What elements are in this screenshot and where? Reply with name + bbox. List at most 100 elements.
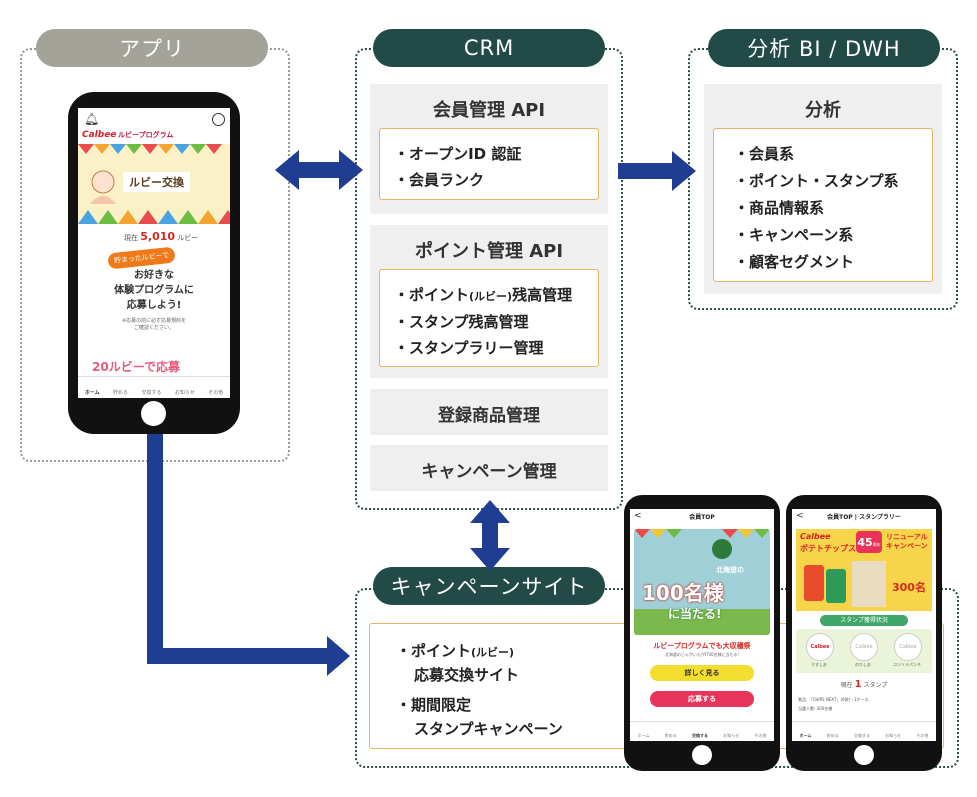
- stamp-home-button[interactable]: [854, 745, 874, 765]
- home-button[interactable]: [141, 401, 166, 426]
- analytics-item: ・顧客セグメント: [734, 253, 855, 271]
- details-button[interactable]: 詳しく見る: [650, 665, 754, 681]
- stamp-slot-caption: のりしお: [855, 662, 871, 667]
- stamp-nav-earn[interactable]: 貯める: [826, 733, 839, 738]
- stamp-nav-exchange[interactable]: 交換する: [853, 733, 870, 738]
- nav-news[interactable]: お知らせ: [174, 390, 195, 396]
- mid-home-button[interactable]: [692, 745, 712, 765]
- point-api-item-text: 残高管理: [512, 286, 573, 304]
- nav-earn[interactable]: 貯める: [113, 390, 129, 396]
- campaign-site-item-text: ・ポイント: [396, 642, 472, 660]
- terms-note-line: ご確認ください。: [133, 325, 174, 331]
- stamp-slot-label: Calbee: [899, 644, 917, 650]
- stamp-brand: Calbee: [800, 532, 831, 541]
- main-headline-line: お好きな: [134, 270, 174, 281]
- stamp-phone-screen: < 会員TOP | スタンプラリー Calbee ポテトチップス 45周年 リニ…: [792, 509, 936, 741]
- nav-exchange[interactable]: 交換する: [141, 390, 162, 396]
- member-api-box: 会員管理 API ・オープンID 認証 ・会員ランク: [370, 84, 608, 214]
- flag-bunting: [78, 144, 230, 224]
- anniversary-suffix: 周年: [872, 542, 881, 547]
- hero-art: [634, 529, 770, 635]
- stamp-slot-caption: コンソメパンチ: [892, 662, 922, 667]
- point-api-item: ・スタンプ残高管理: [394, 313, 529, 331]
- renewal-text: リニューアル キャンペーン: [886, 533, 928, 551]
- product-box: [852, 561, 886, 607]
- stamp-slot: Calbee: [806, 633, 834, 661]
- nav-home[interactable]: ホーム: [84, 390, 100, 396]
- stamp-back-icon[interactable]: <: [796, 511, 804, 521]
- mid-nav-news[interactable]: お知らせ: [723, 733, 740, 738]
- app-phone-screen: 🔔︎ Calbee ルビープログラム: [78, 108, 230, 398]
- ruby-balance: 現在 5,010 ルビー: [124, 230, 198, 243]
- anniversary-badge: 45周年: [856, 531, 882, 553]
- crm-section-label: CRM: [373, 29, 605, 67]
- campaign-site-item: ・ポイント(ルビー): [396, 640, 514, 661]
- mid-nav-exchange[interactable]: 交換する: [691, 733, 708, 738]
- stamp-card: Calbee Calbee Calbee うすしお のりしお コンソメパンチ: [796, 629, 932, 673]
- campaign-site-item: ・期間限定: [396, 696, 472, 714]
- mid-header: 会員TOP: [689, 514, 715, 521]
- product-mgmt-box: 登録商品管理: [370, 389, 608, 435]
- point-api-item-paren: (ルビー): [469, 290, 513, 303]
- member-api-item: ・オープンID 認証: [394, 145, 522, 163]
- banner-title: ルビー交換: [123, 172, 190, 192]
- analytics-title: 分析: [805, 100, 841, 121]
- win-count: 300名: [892, 581, 926, 594]
- stamp-status-button[interactable]: スタンプ獲得状況: [820, 615, 908, 626]
- apply-button[interactable]: 応募する: [650, 691, 754, 707]
- product-mgmt-title: 登録商品管理: [438, 406, 540, 426]
- stamp-slot-label: Calbee: [855, 644, 873, 650]
- ruby-exchange-banner: ルビー交換: [78, 144, 230, 224]
- profile-icon[interactable]: [212, 113, 225, 126]
- mid-bottom-nav: ホーム 貯める 交換する お知らせ その他: [630, 721, 774, 741]
- nav-other[interactable]: その他: [208, 390, 224, 396]
- mid-caption: ルビープログラムでも大収穫祭: [653, 642, 751, 650]
- hero-sub-text: に当たる!: [668, 607, 722, 621]
- campaign-site-item: 応募交換サイト: [414, 666, 520, 684]
- point-api-box: ポイント管理 API ・ポイント(ルビー)残高管理 ・スタンプ残高管理 ・スタン…: [370, 225, 608, 378]
- analytics-item: ・ポイント・スタンプ系: [734, 172, 899, 190]
- brand-logo: Calbee: [82, 130, 117, 140]
- point-api-items-box: ・ポイント(ルビー)残高管理 ・スタンプ残高管理 ・スタンプラリー管理: [379, 269, 599, 367]
- stamp-bottom-nav: ホーム 貯める 交換する お知らせ その他: [792, 721, 936, 741]
- campaign-mgmt-title: キャンペーン管理: [421, 462, 557, 482]
- stamp-nav-news[interactable]: お知らせ: [885, 733, 902, 738]
- back-icon[interactable]: <: [634, 511, 642, 521]
- program-logo: ルビープログラム: [118, 131, 174, 139]
- campaign-site-item: スタンプキャンペーン: [414, 720, 563, 738]
- campaign-site-section-label: キャンペーンサイト: [373, 567, 605, 605]
- chips-bag: [804, 565, 824, 601]
- member-api-item: ・会員ランク: [394, 171, 485, 189]
- stamp-slot-label: Calbee: [810, 644, 830, 650]
- mid-nav-earn[interactable]: 貯める: [664, 733, 677, 738]
- stamp-product: ポテトチップス: [800, 544, 856, 553]
- stamp-nav-other[interactable]: その他: [916, 733, 929, 738]
- stamp-nav-home[interactable]: ホーム: [799, 733, 812, 738]
- analytics-item: ・商品情報系: [734, 199, 825, 217]
- analytics-item: ・会員系: [734, 145, 795, 163]
- point-api-item: ・ポイント(ルビー)残高管理: [394, 284, 572, 305]
- prize-detail: 景品: 「CHIPS NEXT」(6袋)・1ケース: [798, 697, 869, 702]
- chips-bag: [826, 569, 846, 603]
- mid-nav-home[interactable]: ホーム: [637, 733, 650, 738]
- analytics-item: ・キャンペーン系: [734, 226, 854, 244]
- stamp-count-unit: スタンプ: [863, 682, 888, 689]
- crm-campaign-double-arrow: [470, 500, 510, 571]
- ruby-balance-prefix: 現在: [124, 234, 138, 242]
- prize-count: 当選人数: 300名様: [798, 706, 833, 711]
- bottom-nav: ホーム 貯める 交換する お知らせ その他: [78, 376, 230, 398]
- terms-note: ※応募の前に必ず応募規約を ご確認ください。: [78, 318, 230, 332]
- mid-subcaption: 北海道のじゃがいもがIT00名様に当たる!: [664, 652, 740, 657]
- analytics-items-box: ・会員系 ・ポイント・スタンプ系 ・商品情報系 ・キャンペーン系 ・顧客セグメン…: [713, 128, 933, 282]
- ruby-balance-unit: ルビー: [177, 234, 199, 242]
- hero-big-text: 100名様: [642, 581, 724, 605]
- point-api-item-text: ・ポイント: [394, 286, 470, 304]
- bell-icon[interactable]: 🔔︎: [84, 112, 100, 126]
- analytics-section-label: 分析 BI / DWH: [708, 29, 940, 67]
- stamp-slot: Calbee: [850, 633, 878, 661]
- mid-nav-other[interactable]: その他: [754, 733, 767, 738]
- renewal-line: リニューアル: [886, 533, 928, 541]
- main-headline-line: 体験プログラムに: [114, 285, 194, 296]
- member-api-items-box: ・オープンID 認証 ・会員ランク: [379, 128, 599, 200]
